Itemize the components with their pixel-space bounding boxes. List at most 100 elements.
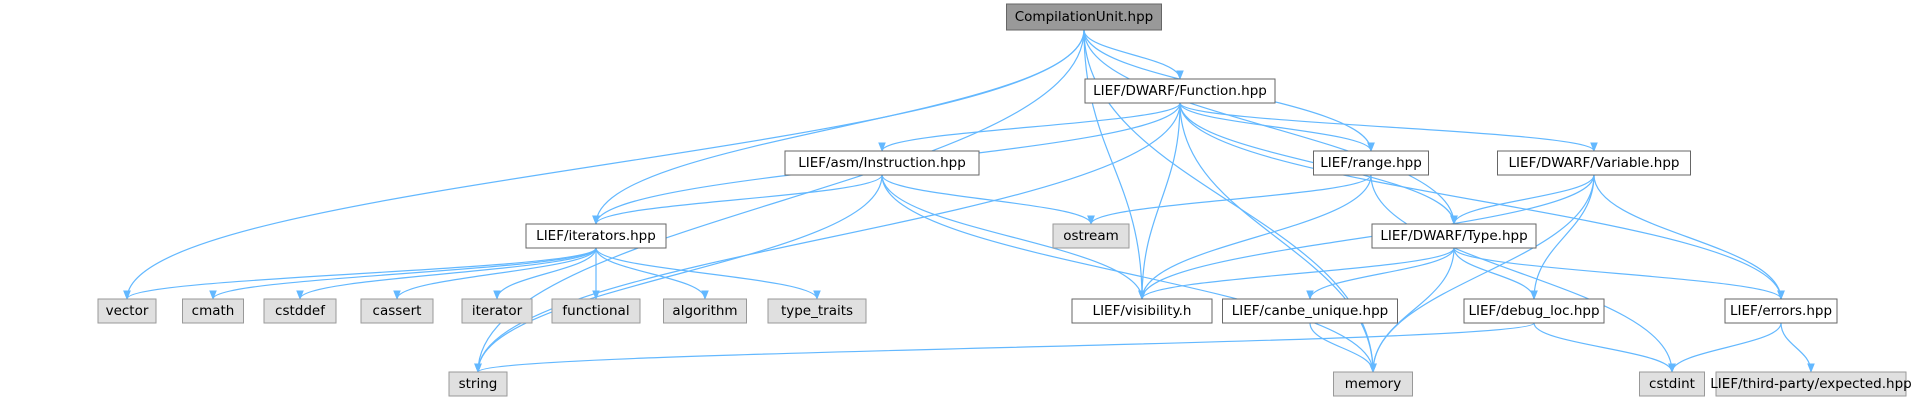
- edge-function-to-instruction: [878, 102, 1181, 152]
- node-box: [1084, 78, 1276, 104]
- edge-instruction-to-visibility: [881, 174, 1146, 300]
- node-box: [1052, 223, 1130, 249]
- node-box: [1333, 371, 1413, 397]
- node-label: cmath: [192, 303, 235, 319]
- node-cassert: cassert: [360, 298, 434, 324]
- edge-iterators-to-vector: [123, 247, 597, 300]
- node-cmath: cmath: [182, 298, 244, 324]
- node-label: LIEF/debug_loc.hpp: [1468, 303, 1599, 319]
- node-box: [1222, 298, 1398, 324]
- node-algorithm: algorithm: [663, 298, 747, 324]
- node-function[interactable]: LIEF/DWARF/Function.hpp: [1084, 78, 1276, 104]
- node-canbe-unique[interactable]: LIEF/canbe_unique.hpp: [1222, 298, 1398, 324]
- edge-variable-to-errors: [1593, 174, 1785, 300]
- node-label: memory: [1345, 376, 1401, 392]
- node-errors[interactable]: LIEF/errors.hpp: [1724, 298, 1838, 324]
- edge-function-to-errors: [1179, 102, 1785, 300]
- edge-instruction-to-iterators: [592, 174, 883, 225]
- node-label: ostream: [1063, 228, 1119, 244]
- node-label: LIEF/iterators.hpp: [536, 228, 656, 244]
- edge-canbe_unique-to-memory: [1309, 322, 1377, 373]
- edge-function-to-range: [1179, 102, 1375, 152]
- node-variable[interactable]: LIEF/DWARF/Variable.hpp: [1497, 150, 1691, 176]
- node-box: [97, 298, 157, 324]
- node-label: LIEF/DWARF/Type.hpp: [1380, 228, 1527, 244]
- node-visibility[interactable]: LIEF/visibility.h: [1071, 298, 1213, 324]
- edge-type-to-visibility: [1138, 247, 1455, 300]
- edge-compilationunit-to-iterators: [592, 29, 1085, 225]
- node-label: LIEF/errors.hpp: [1730, 303, 1832, 319]
- node-cstddef: cstddef: [263, 298, 337, 324]
- edge-errors-to-cstdint: [1668, 322, 1782, 373]
- node-iterators[interactable]: LIEF/iterators.hpp: [525, 223, 667, 249]
- edge-instruction-to-ostream: [881, 174, 1095, 225]
- edge-iterators-to-type_traits: [595, 247, 821, 300]
- node-type-traits: type_traits: [767, 298, 867, 324]
- node-box: [1715, 371, 1907, 397]
- node-cstdint: cstdint: [1639, 371, 1705, 397]
- node-box: [551, 298, 641, 324]
- edge-debug_loc-to-string: [474, 322, 1535, 373]
- node-range[interactable]: LIEF/range.hpp: [1313, 150, 1429, 176]
- node-box: [461, 298, 533, 324]
- node-label: algorithm: [672, 303, 737, 319]
- edge-range-to-ostream: [1087, 174, 1372, 225]
- node-label: iterator: [472, 303, 523, 319]
- node-box: [1463, 298, 1605, 324]
- edge-compilationunit-to-type: [1083, 29, 1458, 225]
- node-label: LIEF/third-party/expected.hpp: [1710, 376, 1911, 392]
- node-type[interactable]: LIEF/DWARF/Type.hpp: [1371, 223, 1537, 249]
- node-ostream: ostream: [1052, 223, 1130, 249]
- node-string: string: [448, 371, 508, 397]
- node-label: LIEF/asm/Instruction.hpp: [798, 155, 966, 171]
- edge-compilationunit-to-vector: [123, 29, 1085, 300]
- node-vector: vector: [97, 298, 157, 324]
- edge-iterators-to-cmath: [209, 247, 597, 300]
- node-label: string: [459, 376, 498, 392]
- edge-iterators-to-iterator: [493, 247, 597, 300]
- edge-iterators-to-cassert: [393, 247, 597, 300]
- node-label: cassert: [373, 303, 422, 319]
- node-label: LIEF/canbe_unique.hpp: [1232, 303, 1389, 319]
- edge-errors-to-expected: [1780, 322, 1815, 373]
- edge-type-to-canbe_unique: [1306, 247, 1455, 300]
- edge-function-to-visibility: [1138, 102, 1181, 300]
- node-box: [767, 298, 867, 324]
- node-box: [1724, 298, 1838, 324]
- edge-variable-to-visibility: [1138, 174, 1595, 300]
- node-box: [1639, 371, 1705, 397]
- edge-variable-to-type: [1450, 174, 1595, 225]
- node-iterator: iterator: [461, 298, 533, 324]
- edge-function-to-memory: [1179, 102, 1377, 373]
- node-box: [1006, 3, 1162, 31]
- edge-debug_loc-to-cstdint: [1533, 322, 1676, 373]
- node-box: [784, 150, 980, 176]
- edge-range-to-visibility: [1138, 174, 1372, 300]
- node-label: CompilationUnit.hpp: [1015, 9, 1154, 25]
- node-label: LIEF/range.hpp: [1320, 155, 1422, 171]
- edge-range-to-cstdint: [1370, 174, 1676, 373]
- node-box: [360, 298, 434, 324]
- node-label: vector: [106, 303, 149, 319]
- edge-function-to-string: [474, 102, 1181, 373]
- node-label: functional: [562, 303, 629, 319]
- node-box: [525, 223, 667, 249]
- file-nodes: CompilationUnit.hppLIEF/DWARF/Function.h…: [97, 3, 1912, 397]
- node-box: [263, 298, 337, 324]
- node-box: [448, 371, 508, 397]
- edge-type-to-debug_loc: [1453, 247, 1538, 300]
- node-box: [182, 298, 244, 324]
- node-compilationunit[interactable]: CompilationUnit.hpp: [1006, 3, 1162, 31]
- node-label: cstddef: [275, 303, 326, 319]
- node-debug-loc[interactable]: LIEF/debug_loc.hpp: [1463, 298, 1605, 324]
- edge-variable-to-debug_loc: [1530, 174, 1595, 300]
- node-instruction[interactable]: LIEF/asm/Instruction.hpp: [784, 150, 980, 176]
- edge-function-to-variable: [1179, 102, 1598, 152]
- edge-compilationunit-to-visibility: [1083, 29, 1146, 300]
- node-expected: LIEF/third-party/expected.hpp: [1710, 371, 1912, 397]
- edge-iterators-to-cstddef: [296, 247, 597, 300]
- node-box: [663, 298, 747, 324]
- node-label: cstdint: [1649, 376, 1695, 392]
- edge-compilationunit-to-function: [1083, 29, 1184, 80]
- edge-type-to-errors: [1453, 247, 1785, 300]
